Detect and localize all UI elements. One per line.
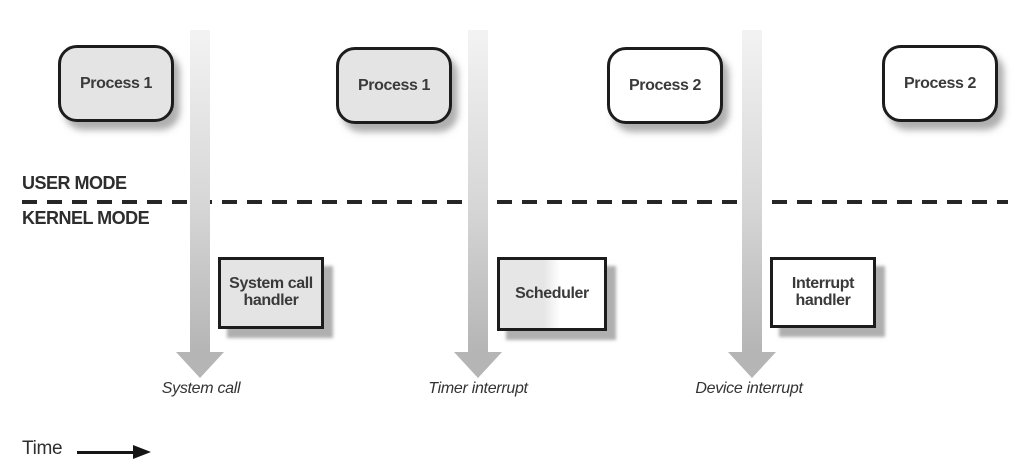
device-interrupt-label: Device interrupt — [695, 380, 803, 397]
time-axis-arrow-shaft — [77, 451, 135, 454]
timer-interrupt-arrow-head-icon — [454, 352, 502, 378]
timer-interrupt-label: Timer interrupt — [428, 380, 528, 397]
time-label: Time — [22, 438, 63, 459]
process-box-1-label: Process 1 — [79, 74, 152, 92]
mode-boundary-line — [22, 200, 1008, 204]
scheduler-box: Scheduler — [497, 257, 607, 331]
device-interrupt-arrow-head-icon — [728, 352, 776, 378]
system-call-arrow-band — [190, 30, 210, 352]
interrupt-handler-line1: Interrupt — [791, 274, 855, 292]
system-call-handler-box: System call handler — [218, 257, 324, 329]
timer-interrupt-arrow-band — [468, 30, 488, 352]
kernel-mode-label: KERNEL MODE — [22, 208, 150, 228]
device-interrupt-arrow-band — [742, 30, 762, 352]
interrupt-handler-box: Interrupt handler — [770, 257, 876, 328]
process-box-3: Process 2 — [607, 47, 723, 124]
system-call-arrow-head-icon — [176, 352, 224, 378]
system-call-label: System call — [161, 380, 241, 397]
process-box-3-label: Process 2 — [628, 76, 701, 94]
right-arrow-icon — [133, 445, 151, 459]
interrupt-handler-label: Interrupt handler — [791, 274, 855, 310]
process-box-4-label: Process 2 — [903, 74, 976, 92]
interrupt-handler-line2: handler — [795, 291, 851, 309]
system-call-handler-line2: handler — [243, 292, 299, 309]
process-box-2-label: Process 1 — [357, 76, 430, 94]
scheduler-label: Scheduler — [515, 284, 589, 302]
user-mode-label: USER MODE — [22, 173, 127, 193]
process-box-4: Process 2 — [882, 45, 998, 122]
process-box-1: Process 1 — [58, 45, 174, 122]
system-call-handler-label: System call handler — [229, 275, 313, 310]
process-box-2: Process 1 — [336, 47, 452, 124]
system-call-handler-line1: System call — [229, 275, 313, 293]
